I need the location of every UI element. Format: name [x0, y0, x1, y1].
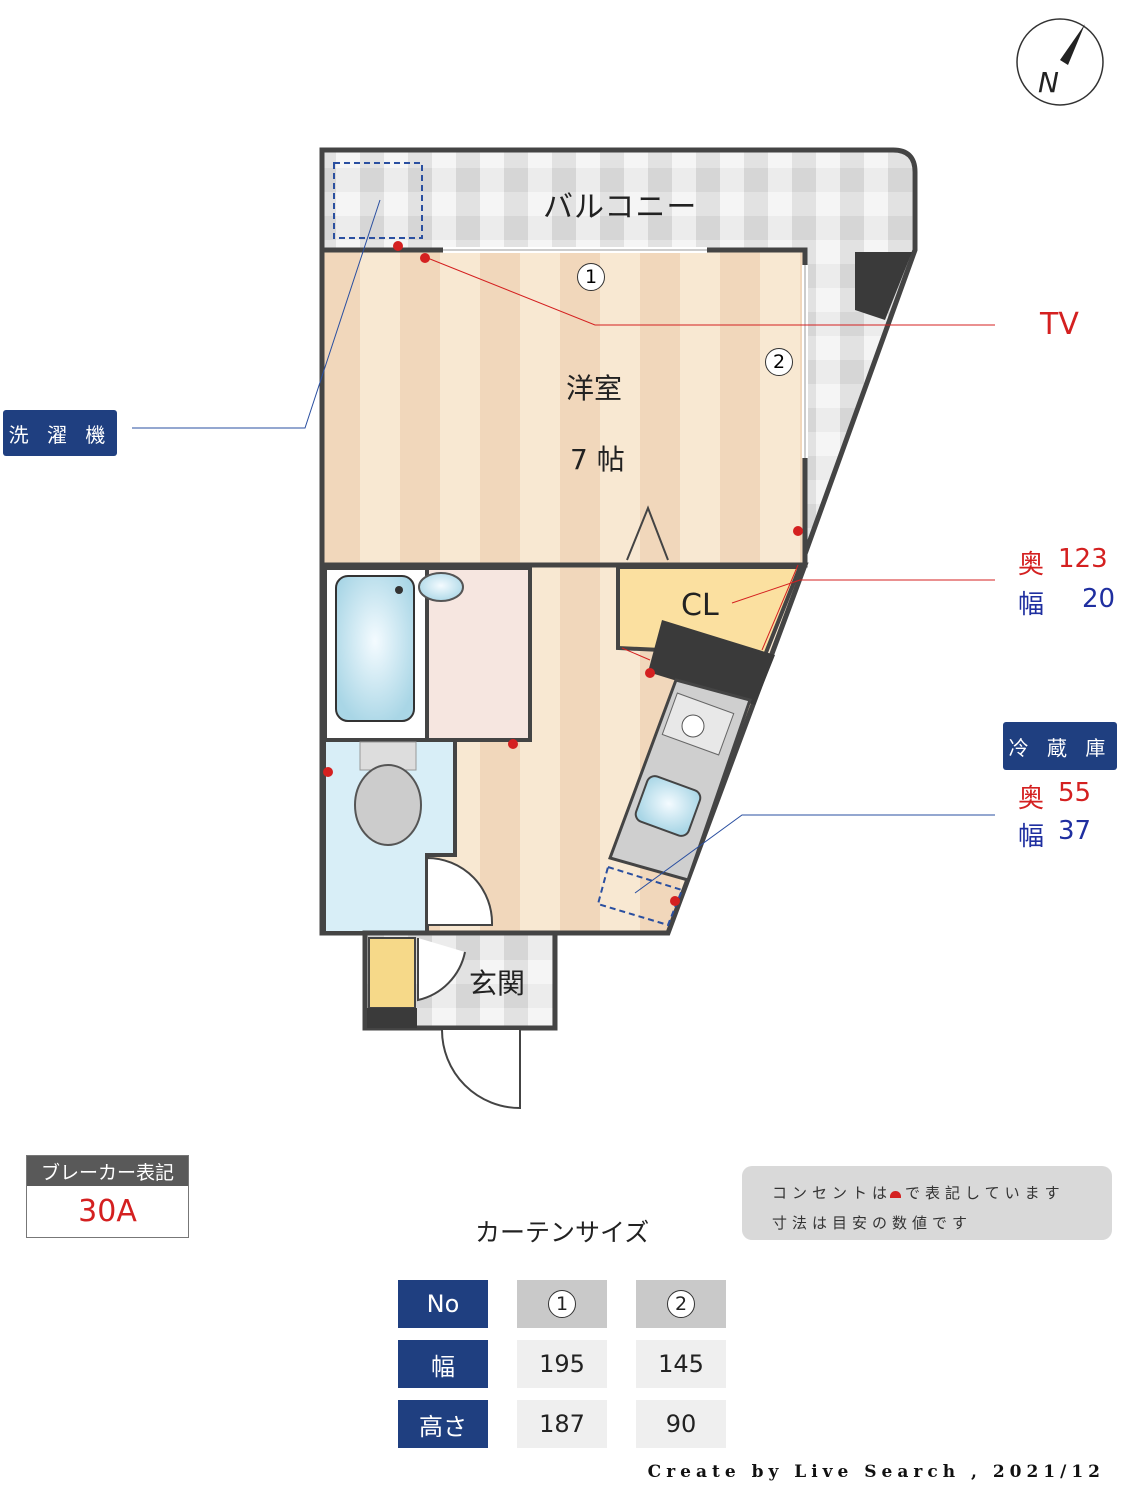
closet-width: 幅 20 — [1018, 584, 1115, 621]
closet-depth: 奥 123 — [1018, 544, 1108, 581]
compass — [1016, 18, 1104, 106]
balcony-wall-block — [855, 252, 912, 320]
washing-machine-badge: 洗 濯 機 — [3, 410, 117, 456]
table-cell: 195 — [517, 1340, 607, 1388]
inner-door — [417, 938, 466, 1002]
western-room-size: 7 帖 — [570, 443, 625, 476]
wall-block — [648, 620, 775, 705]
entrance-label: 玄関 — [469, 967, 526, 1000]
outlet-icon — [393, 241, 403, 251]
shoe-cabinet — [368, 937, 416, 1009]
table-header-width: 幅 — [398, 1340, 488, 1388]
fridge-leader — [634, 814, 995, 894]
washing-machine-space — [333, 162, 423, 239]
kitchen-sink — [634, 775, 702, 837]
western-room-label: 洋室 — [566, 372, 623, 405]
outlet-icon — [670, 896, 680, 906]
width-value: 20 — [1082, 584, 1116, 614]
bathtub — [335, 575, 415, 722]
width-value: 37 — [1058, 816, 1092, 846]
outlet-icon — [420, 253, 430, 263]
depth-label: 奥 — [1018, 784, 1045, 814]
fridge-badge: 冷 蔵 庫 — [1003, 722, 1117, 770]
table-header-no: No — [398, 1280, 488, 1328]
washing-machine-leader — [132, 199, 381, 429]
table-header-height: 高さ — [398, 1400, 488, 1448]
outlet-markers — [323, 241, 803, 906]
window-marker-1: 1 — [577, 263, 605, 291]
table-cell: 145 — [636, 1340, 726, 1388]
fridge-space — [596, 865, 684, 927]
window-number: 2 — [667, 1290, 695, 1318]
tv-leader — [424, 256, 995, 326]
breaker-value: 30A — [78, 1194, 137, 1229]
closet-label: CL — [681, 588, 719, 623]
window-marker-2: 2 — [765, 348, 793, 376]
closet-leader — [731, 579, 995, 604]
wash-basin — [418, 572, 464, 602]
width-label: 幅 — [1018, 590, 1045, 620]
breaker-box: ブレーカー表記 30A — [26, 1155, 189, 1238]
table-cell: 90 — [636, 1400, 726, 1448]
note-box: コンセントはで表記しています 寸法は目安の数値です — [742, 1166, 1112, 1240]
outlet-icon — [323, 767, 333, 777]
width-label: 幅 — [1018, 822, 1045, 852]
note-line-2: 寸法は目安の数値です — [772, 1214, 973, 1232]
note-text: コンセントは — [772, 1184, 893, 1202]
depth-label: 奥 — [1018, 550, 1045, 580]
footer-credit: Create by Live Search , 2021/12 — [647, 1462, 1105, 1482]
outlet-icon — [793, 526, 803, 536]
compass-north-label: N — [1038, 66, 1059, 99]
note-text: で表記しています — [905, 1184, 1065, 1202]
curtain-title: カーテンサイズ — [475, 1218, 650, 1247]
depth-value: 55 — [1058, 778, 1092, 808]
note-line-1: コンセントはで表記しています — [772, 1178, 1112, 1208]
outlet-icon — [508, 739, 518, 749]
fridge-width: 幅 37 — [1018, 816, 1091, 853]
depth-value: 123 — [1058, 544, 1108, 574]
outlet-icon — [890, 1191, 902, 1198]
entrance-door — [441, 1029, 521, 1110]
fridge-depth: 奥 55 — [1018, 778, 1091, 815]
window-number: 1 — [548, 1290, 576, 1318]
north-arrow-icon — [1060, 24, 1085, 65]
outlet-icon — [645, 668, 655, 678]
tv-label: TV — [1040, 307, 1079, 342]
balcony-label: バルコニー — [543, 190, 698, 225]
breaker-title: ブレーカー表記 — [27, 1156, 188, 1186]
western-room — [319, 247, 808, 568]
table-cell: 2 — [636, 1280, 726, 1328]
table-cell: 187 — [517, 1400, 607, 1448]
table-cell: 1 — [517, 1280, 607, 1328]
toilet-door — [426, 856, 494, 926]
